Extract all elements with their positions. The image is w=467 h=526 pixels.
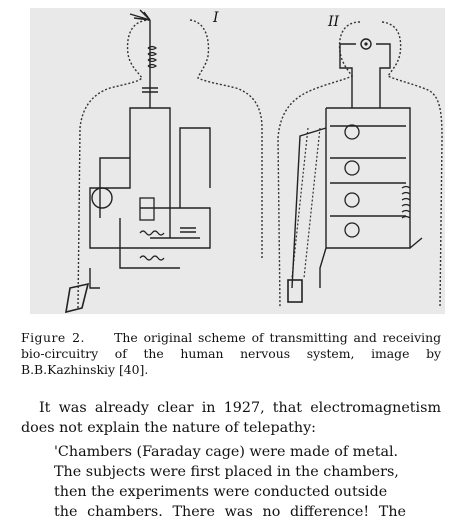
tube-right-1 bbox=[344, 124, 360, 140]
tube-right-4 bbox=[344, 222, 360, 238]
head-electrode-right bbox=[360, 38, 372, 50]
figure-caption: Figure 2. The original scheme of transmi… bbox=[21, 330, 441, 378]
quote-line: then the experiments were conducted outs… bbox=[54, 484, 388, 500]
tube-right-3 bbox=[344, 192, 360, 208]
figure-label-right: II bbox=[327, 14, 340, 30]
coil-left-upper bbox=[147, 45, 158, 69]
quote-line: the chambers. There was no difference! T… bbox=[54, 504, 406, 520]
silhouette-left bbox=[77, 19, 263, 309]
figure-bio-circuitry: I II bbox=[30, 8, 445, 314]
coil-right bbox=[401, 185, 411, 219]
transformer-left bbox=[139, 197, 155, 221]
circuit-right-wiring bbox=[319, 43, 423, 288]
head-electrode-dot bbox=[364, 42, 368, 46]
electrode-left bbox=[65, 282, 90, 314]
arm-band-right bbox=[291, 127, 321, 279]
body-paragraph: It was already clear in 1927, that elect… bbox=[21, 400, 441, 436]
circuit-diagram: I II bbox=[65, 9, 443, 314]
arm-wire-right bbox=[291, 127, 327, 289]
figure-label-left: I bbox=[212, 10, 219, 26]
circuit-left-wiring bbox=[89, 38, 211, 289]
quote-block: 'Chambers (Faraday cage) were made of me… bbox=[54, 442, 406, 522]
caption-label: Figure 2. bbox=[21, 330, 85, 345]
silhouette-right bbox=[277, 21, 443, 309]
tube-right-2 bbox=[344, 160, 360, 176]
quote-line: The subjects were first placed in the ch… bbox=[54, 464, 399, 480]
caption-text: The original scheme of transmitting and … bbox=[21, 330, 441, 377]
capacitor-left bbox=[142, 87, 196, 233]
antenna bbox=[129, 9, 151, 38]
coil-left-lower bbox=[139, 230, 165, 261]
tube-left bbox=[91, 187, 113, 209]
quote-line: 'Chambers (Faraday cage) were made of me… bbox=[54, 444, 399, 460]
electrode-right bbox=[287, 279, 303, 303]
